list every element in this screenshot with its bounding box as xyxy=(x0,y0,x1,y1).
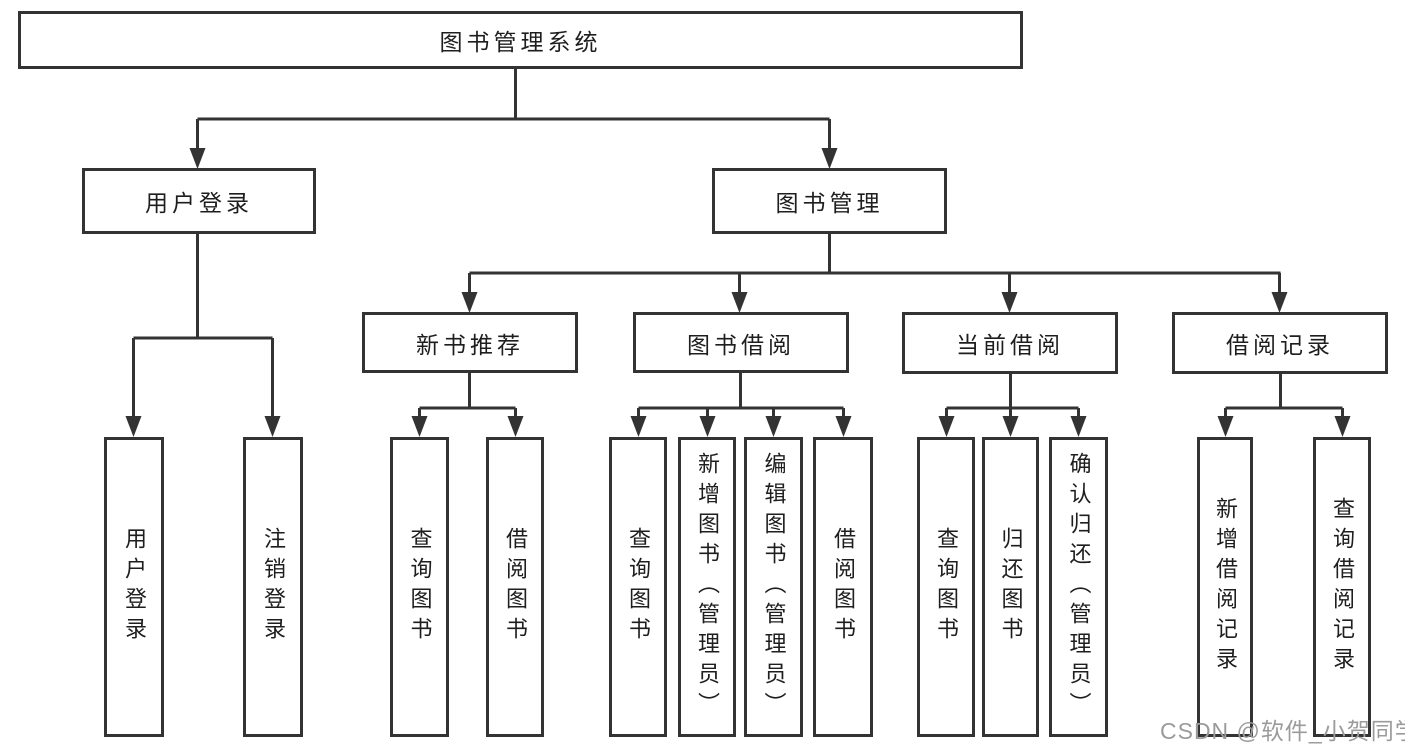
leaf-user-login-label: 用户登录 xyxy=(122,527,147,647)
leaf-recommend-borrow-books: 借阅图书 xyxy=(486,437,544,737)
leaf-recommend-query-books-label: 查询图书 xyxy=(407,527,433,647)
node-root-label: 图书管理系统 xyxy=(439,29,602,55)
leaf-borrow-query-books-label: 查询图书 xyxy=(626,527,651,647)
node-book-management: 图书管理 xyxy=(712,168,947,234)
leaf-current-query-books: 查询图书 xyxy=(917,437,975,737)
leaf-logout-label: 注销登录 xyxy=(261,527,286,647)
leaf-recommend-query-books: 查询图书 xyxy=(390,437,449,737)
leaf-add-borrow-record: 新增借阅记录 xyxy=(1197,437,1253,737)
leaf-borrow-query-books: 查询图书 xyxy=(609,437,667,737)
leaf-edit-books-admin-label: 编辑图书（管理员） xyxy=(761,452,787,722)
leaf-add-books-admin: 新增图书（管理员） xyxy=(678,437,736,737)
leaf-confirm-return-admin: 确认归还（管理员） xyxy=(1049,437,1108,737)
node-book-borrow: 图书借阅 xyxy=(633,312,849,373)
leaf-return-books: 归还图书 xyxy=(982,437,1039,737)
leaf-add-borrow-record-label: 新增借阅记录 xyxy=(1213,497,1238,677)
leaf-add-books-admin-label: 新增图书（管理员） xyxy=(695,452,720,722)
leaf-query-borrow-record-label: 查询借阅记录 xyxy=(1330,497,1355,677)
csdn-watermark: CSDN @软件_小贺同学 xyxy=(1160,718,1405,744)
leaf-current-query-books-label: 查询图书 xyxy=(934,527,959,647)
node-book-management-label: 图书管理 xyxy=(775,190,884,216)
leaf-borrow-books: 借阅图书 xyxy=(813,437,873,737)
leaf-confirm-return-admin-label: 确认归还（管理员） xyxy=(1066,452,1092,722)
node-root: 图书管理系统 xyxy=(18,11,1023,69)
node-current-borrow: 当前借阅 xyxy=(902,312,1118,374)
leaf-return-books-label: 归还图书 xyxy=(998,527,1024,647)
leaf-borrow-books-label: 借阅图书 xyxy=(831,527,856,647)
leaf-logout: 注销登录 xyxy=(243,437,303,737)
node-current-borrow-label: 当前借阅 xyxy=(956,332,1064,358)
leaf-query-borrow-record: 查询借阅记录 xyxy=(1313,437,1371,737)
leaf-edit-books-admin: 编辑图书（管理员） xyxy=(744,437,803,737)
leaf-user-login: 用户登录 xyxy=(104,437,164,737)
node-user-login-label: 用户登录 xyxy=(145,190,253,216)
node-user-login: 用户登录 xyxy=(82,168,316,234)
node-borrow-records-label: 借阅记录 xyxy=(1226,332,1334,358)
leaf-recommend-borrow-books-label: 借阅图书 xyxy=(503,527,528,647)
node-new-book-recommend-label: 新书推荐 xyxy=(416,331,524,358)
node-borrow-records: 借阅记录 xyxy=(1172,312,1388,374)
node-book-borrow-label: 图书借阅 xyxy=(687,331,795,358)
node-new-book-recommend: 新书推荐 xyxy=(362,312,578,373)
